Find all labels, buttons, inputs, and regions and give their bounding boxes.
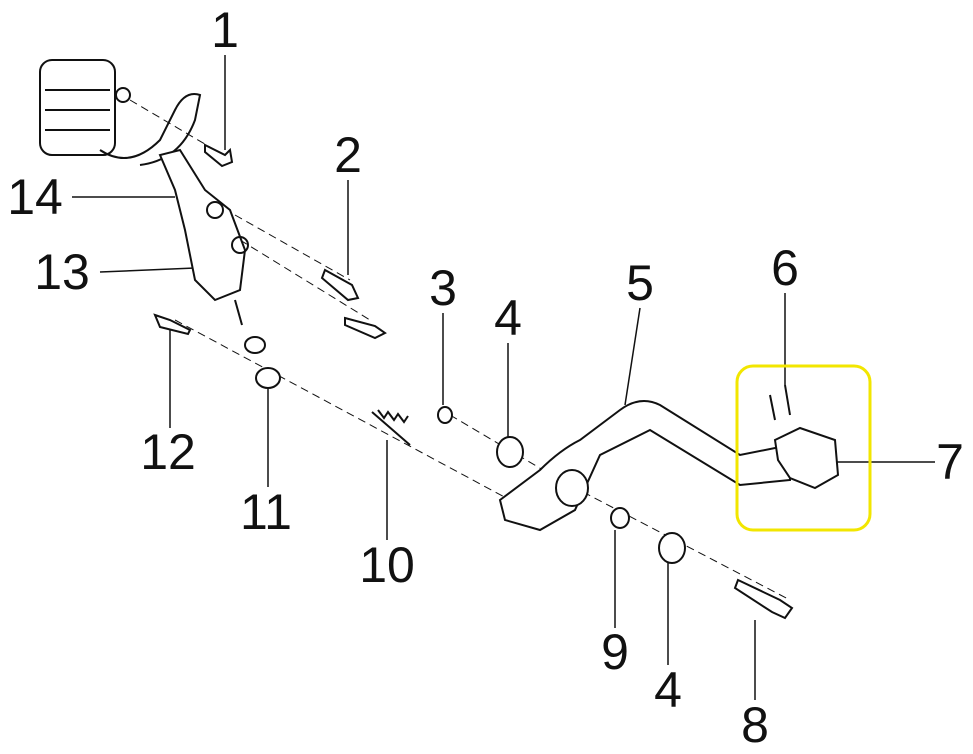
callout-1: 1 (211, 2, 239, 58)
return-spring (371, 409, 411, 446)
reservoir (39, 59, 202, 166)
callout-10: 10 (359, 537, 415, 593)
clevis (244, 336, 281, 389)
callout-14: 14 (7, 169, 63, 225)
highlight-box (735, 364, 872, 532)
callout-6: 6 (771, 240, 799, 296)
leader-lines (72, 55, 935, 700)
washer (437, 406, 453, 424)
bushing (610, 507, 630, 529)
callout-2: 2 (334, 127, 362, 183)
brake-pedal-lever (498, 400, 791, 532)
callout-5: 5 (626, 255, 654, 311)
bolts (153, 143, 794, 620)
callout-7: 7 (936, 434, 964, 490)
pedal-tip (773, 426, 840, 490)
callout-4b: 4 (654, 662, 682, 718)
callout-8: 8 (741, 697, 769, 753)
master-cylinder (158, 148, 249, 326)
bearing (658, 532, 686, 564)
assembly-axes (129, 99, 791, 601)
callout-12: 12 (140, 424, 196, 480)
callout-9: 9 (601, 624, 629, 680)
callout-13: 13 (34, 244, 90, 300)
bearing (496, 436, 524, 468)
callout-3: 3 (429, 260, 457, 316)
callout-11: 11 (240, 484, 292, 540)
callout-4: 4 (494, 290, 522, 346)
